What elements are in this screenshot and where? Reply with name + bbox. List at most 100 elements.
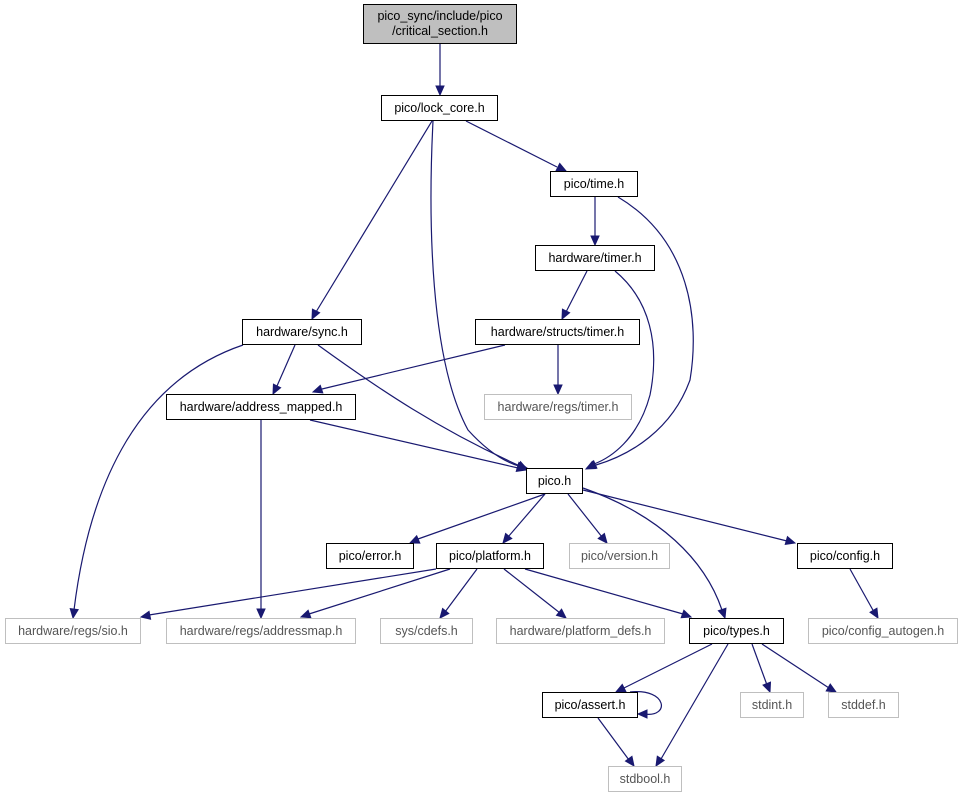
- edge-arrowhead: [555, 162, 568, 172]
- edge-sync-to-regs-sio: [69, 344, 244, 620]
- node-pico[interactable]: pico.h: [526, 468, 583, 494]
- node-platform[interactable]: pico/platform.h: [436, 543, 544, 569]
- edge-line: [309, 419, 519, 469]
- edge-arrowhead: [408, 534, 421, 544]
- edge-arrowhead: [680, 609, 693, 619]
- edge-platform-to-addressmap: [299, 568, 451, 619]
- node-pico-label: pico.h: [537, 473, 572, 488]
- node-error-label: pico/error.h: [338, 548, 402, 563]
- edge-arrowhead: [439, 607, 450, 619]
- edge-pico-to-version: [567, 493, 608, 544]
- edge-types-to-stdint: [751, 643, 772, 694]
- node-config-autogen-label: pico/config_autogen.h: [821, 623, 945, 638]
- node-config[interactable]: pico/config.h: [797, 543, 893, 569]
- edge-arrowhead: [515, 462, 528, 472]
- edge-arrowhead: [256, 608, 266, 620]
- node-timer-label: hardware/timer.h: [548, 250, 642, 265]
- edge-arrowhead: [69, 607, 79, 620]
- edge-critical-section-to-lock-core: [435, 44, 445, 97]
- edge-timer-to-structs-timer: [561, 270, 588, 321]
- edge-arrowhead: [825, 683, 838, 693]
- edge-types-to-stdbool: [655, 643, 729, 768]
- edge-pico-to-error: [408, 493, 546, 544]
- node-addressmap: hardware/regs/addressmap.h: [166, 618, 356, 644]
- node-platform-defs-label: hardware/platform_defs.h: [509, 623, 652, 638]
- edge-line: [593, 270, 655, 465]
- node-version: pico/version.h: [569, 543, 670, 569]
- edge-line: [751, 643, 768, 686]
- node-config-autogen: pico/config_autogen.h: [808, 618, 958, 644]
- edge-line: [317, 344, 521, 467]
- edge-platform-to-regs-sio: [139, 568, 437, 620]
- edge-structs-timer-to-regs-timer: [553, 345, 563, 396]
- node-addressmap-label: hardware/regs/addressmap.h: [179, 623, 343, 638]
- edge-line: [148, 568, 437, 616]
- edge-arrowhead: [762, 681, 772, 694]
- edge-line: [315, 120, 433, 313]
- edge-arrowhead: [636, 709, 648, 719]
- node-time[interactable]: pico/time.h: [550, 171, 638, 197]
- edge-line: [465, 120, 558, 168]
- node-lock-core-label: pico/lock_core.h: [394, 100, 485, 115]
- edge-arrowhead: [139, 610, 152, 620]
- edge-line: [73, 344, 244, 611]
- node-stdbool: stdbool.h: [608, 766, 682, 792]
- edge-arrowhead: [311, 308, 321, 321]
- edge-arrowhead: [869, 607, 879, 620]
- edge-arrowhead: [597, 532, 608, 544]
- edge-line: [524, 568, 684, 615]
- edge-platform-to-types: [524, 568, 693, 619]
- node-address-mapped[interactable]: hardware/address_mapped.h: [166, 394, 356, 420]
- node-stdint-label: stdint.h: [751, 697, 793, 712]
- node-timer[interactable]: hardware/timer.h: [535, 245, 655, 271]
- edge-arrowhead: [555, 608, 567, 619]
- edge-line: [444, 568, 478, 613]
- edge-timer-to-pico: [584, 270, 655, 470]
- edge-line: [308, 568, 451, 615]
- node-structs-timer[interactable]: hardware/structs/timer.h: [475, 319, 640, 345]
- node-critical-section-line2: /critical_section.h: [392, 24, 488, 38]
- node-sync[interactable]: hardware/sync.h: [242, 319, 362, 345]
- edge-line: [417, 493, 546, 540]
- node-structs-timer-label: hardware/structs/timer.h: [490, 324, 625, 339]
- edge-types-to-assert: [614, 643, 713, 693]
- edge-line: [276, 344, 296, 387]
- node-assert-label: pico/assert.h: [554, 697, 626, 712]
- edge-arrowhead: [435, 85, 445, 97]
- edge-pico-to-types: [582, 487, 727, 620]
- node-stddef: stddef.h: [828, 692, 899, 718]
- edge-arrowhead: [784, 535, 797, 545]
- node-stddef-label: stddef.h: [841, 697, 886, 712]
- edge-line: [503, 568, 561, 614]
- edge-lock-core-to-time: [465, 120, 568, 172]
- node-time-label: pico/time.h: [563, 176, 625, 191]
- node-address-mapped-label: hardware/address_mapped.h: [179, 399, 343, 414]
- edge-line: [660, 643, 729, 760]
- edge-line: [595, 196, 694, 466]
- node-version-label: pico/version.h: [580, 548, 659, 563]
- node-critical-section[interactable]: pico_sync/include/pico /critical_section…: [363, 4, 517, 44]
- edge-arrowhead: [584, 460, 597, 470]
- node-config-label: pico/config.h: [809, 548, 881, 563]
- edge-arrowhead: [624, 755, 635, 767]
- edge-lock-core-to-sync: [311, 120, 433, 321]
- edge-line: [582, 489, 788, 542]
- node-types[interactable]: pico/types.h: [689, 618, 784, 644]
- edge-config-to-config-autogen: [849, 568, 879, 620]
- node-assert[interactable]: pico/assert.h: [542, 692, 638, 718]
- node-error[interactable]: pico/error.h: [326, 543, 414, 569]
- edge-sync-to-address-mapped: [272, 344, 296, 396]
- edge-assert-to-stdbool: [597, 717, 635, 767]
- node-lock-core[interactable]: pico/lock_core.h: [381, 95, 498, 121]
- edge-line: [623, 643, 713, 689]
- edge-line: [597, 717, 630, 761]
- edge-line: [567, 493, 603, 538]
- edge-arrowhead: [655, 755, 666, 768]
- edge-arrowhead: [717, 607, 727, 620]
- edge-arrowhead: [311, 384, 324, 394]
- edge-line: [629, 691, 662, 715]
- node-regs-timer-label: hardware/regs/timer.h: [497, 399, 619, 414]
- edge-time-to-timer: [590, 197, 600, 247]
- node-regs-sio-label: hardware/regs/sio.h: [18, 623, 128, 638]
